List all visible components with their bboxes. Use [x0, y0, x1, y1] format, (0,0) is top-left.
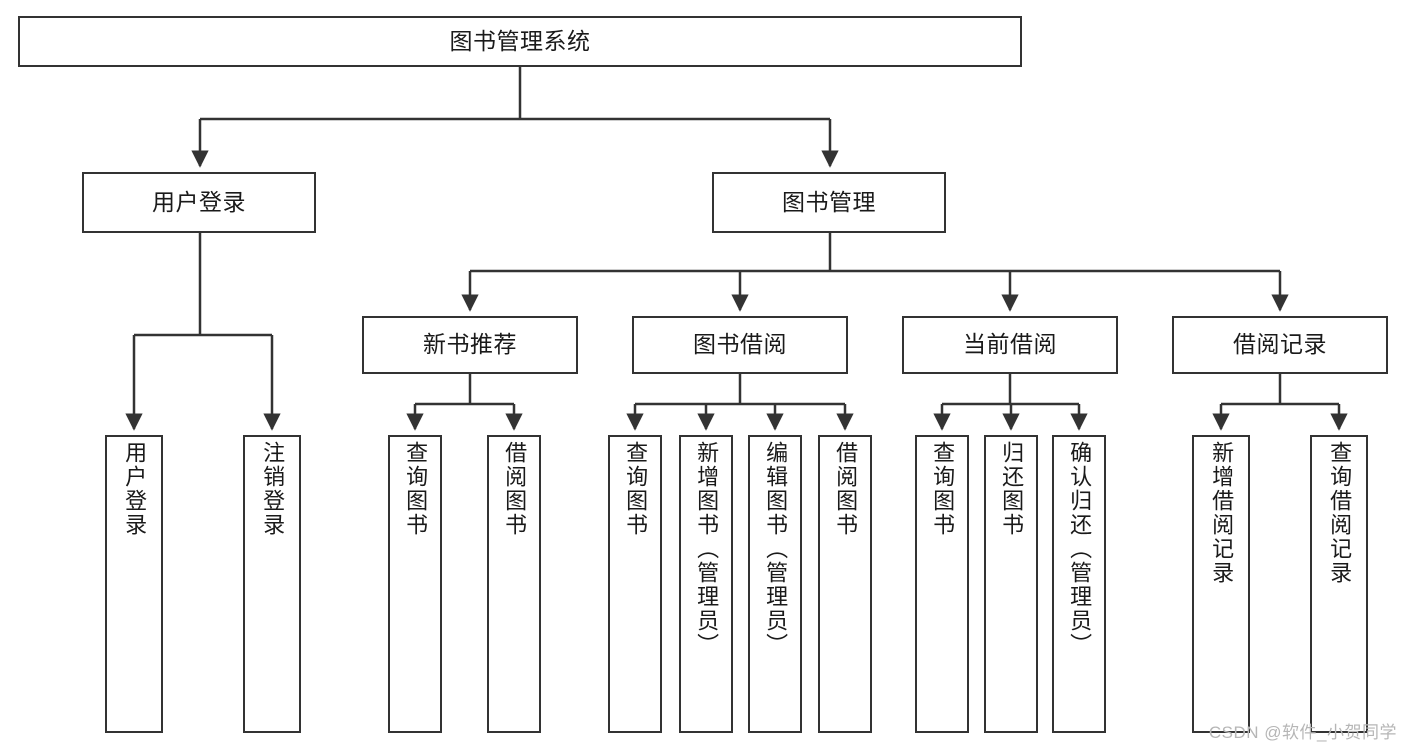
node-current-query-book[interactable]: 查询图书 — [915, 435, 969, 733]
node-new-book-recommend[interactable]: 新书推荐 — [362, 316, 578, 374]
node-borrow-edit-book-label: 编辑图书（管理员） — [763, 441, 789, 657]
node-current-confirm-return[interactable]: 确认归还（管理员） — [1052, 435, 1106, 733]
node-root[interactable]: 图书管理系统 — [18, 16, 1022, 67]
node-login-user-login[interactable]: 用户登录 — [105, 435, 163, 733]
node-records-add-record-label: 新增借阅记录 — [1209, 441, 1235, 585]
node-borrow-edit-book[interactable]: 编辑图书（管理员） — [748, 435, 802, 733]
node-book-management-label: 图书管理 — [782, 188, 876, 215]
node-borrow-add-book[interactable]: 新增图书（管理员） — [679, 435, 733, 733]
node-login-logout-label: 注销登录 — [260, 441, 286, 537]
node-newbook-query-book[interactable]: 查询图书 — [388, 435, 442, 733]
node-current-return-book[interactable]: 归还图书 — [984, 435, 1038, 733]
node-user-login-label: 用户登录 — [152, 188, 246, 215]
node-login-user-login-label: 用户登录 — [122, 441, 148, 537]
node-new-book-recommend-label: 新书推荐 — [423, 331, 517, 358]
node-newbook-borrow-book[interactable]: 借阅图书 — [487, 435, 541, 733]
node-newbook-borrow-book-label: 借阅图书 — [502, 441, 528, 537]
node-borrow-query-book-label: 查询图书 — [623, 441, 649, 537]
node-newbook-query-book-label: 查询图书 — [403, 441, 429, 537]
node-book-borrow-label: 图书借阅 — [693, 331, 787, 358]
node-login-logout[interactable]: 注销登录 — [243, 435, 301, 733]
node-root-label: 图书管理系统 — [449, 27, 591, 54]
node-current-confirm-return-label: 确认归还（管理员） — [1067, 441, 1093, 657]
node-user-login[interactable]: 用户登录 — [82, 172, 316, 233]
node-borrow-borrow-book[interactable]: 借阅图书 — [818, 435, 872, 733]
node-current-return-book-label: 归还图书 — [999, 441, 1025, 537]
node-borrow-borrow-book-label: 借阅图书 — [833, 441, 859, 537]
node-current-borrow[interactable]: 当前借阅 — [902, 316, 1118, 374]
node-borrow-records[interactable]: 借阅记录 — [1172, 316, 1388, 374]
node-borrow-query-book[interactable]: 查询图书 — [608, 435, 662, 733]
node-borrow-records-label: 借阅记录 — [1233, 331, 1327, 358]
node-records-query-record-label: 查询借阅记录 — [1327, 441, 1353, 585]
node-current-borrow-label: 当前借阅 — [963, 331, 1057, 358]
node-records-add-record[interactable]: 新增借阅记录 — [1192, 435, 1250, 733]
node-records-query-record[interactable]: 查询借阅记录 — [1310, 435, 1368, 733]
node-book-borrow[interactable]: 图书借阅 — [632, 316, 848, 374]
node-current-query-book-label: 查询图书 — [930, 441, 956, 537]
node-book-management[interactable]: 图书管理 — [712, 172, 946, 233]
node-borrow-add-book-label: 新增图书（管理员） — [694, 441, 720, 657]
